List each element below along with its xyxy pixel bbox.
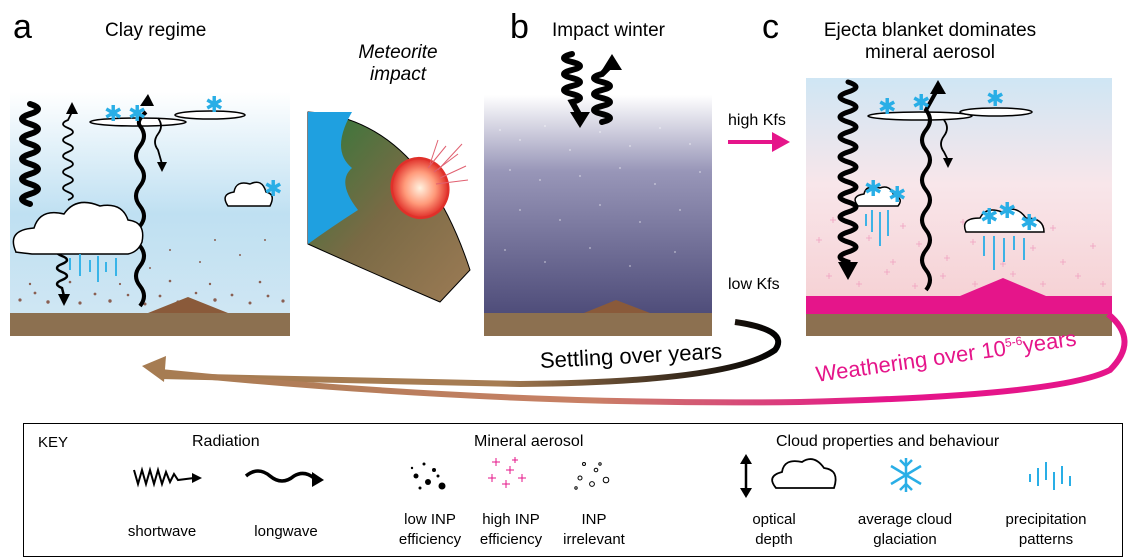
key-label: KEY <box>38 434 69 451</box>
high-kfs-arrow <box>728 132 790 152</box>
radiation-heading: Radiation <box>192 433 260 450</box>
svg-text:✱: ✱ <box>205 93 223 118</box>
key-optical-depth-line2: depth <box>755 531 793 548</box>
high-kfs-label: high Kfs <box>728 112 786 129</box>
key-precipitation-line1: precipitation <box>1005 511 1087 528</box>
key-inp-irrelevant-line2: irrelevant <box>563 531 625 548</box>
svg-text:✱: ✱ <box>1020 211 1038 236</box>
panel-title-a: Clay regime <box>105 20 207 41</box>
panel-title-c: Ejecta blanket dominates mineral aerosol <box>823 20 1037 63</box>
mineral-aerosol-heading: Mineral aerosol <box>474 433 584 450</box>
panel-a-scene <box>10 92 290 336</box>
svg-text:✱: ✱ <box>864 177 882 202</box>
key-optical-depth-label: optical depth <box>724 510 824 550</box>
svg-text:✱: ✱ <box>878 95 896 120</box>
impact-illustration <box>307 111 471 303</box>
svg-text:✱: ✱ <box>128 102 146 127</box>
key-legend: KEY Radiation Mineral aerosol Cloud prop… <box>23 423 1123 557</box>
panel-letter-a: a <box>13 8 32 46</box>
key-high-inp-line2: efficiency <box>479 531 543 548</box>
key-low-inp-label: low INP efficiency <box>390 510 470 550</box>
key-high-inp-line1: high INP <box>482 511 540 528</box>
panel-title-b: Impact winter <box>552 20 665 41</box>
key-high-inp-label: high INP efficiency <box>466 510 556 550</box>
key-optical-depth-line1: optical <box>752 511 796 528</box>
svg-text:✱: ✱ <box>264 177 282 202</box>
key-precipitation-line2: patterns <box>1018 531 1074 548</box>
key-inp-irrelevant-line1: INP <box>581 511 607 528</box>
weathering-arrow <box>142 311 1128 406</box>
settling-arrow <box>159 319 782 388</box>
svg-text:✱: ✱ <box>888 183 906 208</box>
weathering-exponent: 5-6 <box>1004 333 1024 350</box>
key-glaciation-line2: glaciation <box>873 531 937 548</box>
impact-title: Meteorite impact <box>358 42 438 85</box>
panel-b-scene <box>484 51 712 336</box>
diagram-illustration: ✱✱✱ ✱ <box>10 51 1128 406</box>
key-low-inp-line2: efficiency <box>398 531 462 548</box>
key-shortwave-label: shortwave <box>127 523 197 540</box>
key-inp-irrelevant-label: INP irrelevant <box>554 510 634 550</box>
svg-text:✱: ✱ <box>980 205 998 230</box>
panel-c-snowflakes: ✱✱✱ ✱✱ ✱✱✱ <box>864 87 1038 236</box>
key-symbols <box>133 454 1071 498</box>
key-glaciation-line1: average cloud <box>857 511 953 528</box>
panel-letter-b: b <box>510 8 529 46</box>
key-glaciation-label: average cloud glaciation <box>840 510 970 550</box>
svg-text:✱: ✱ <box>912 91 930 116</box>
svg-text:✱: ✱ <box>986 87 1004 112</box>
cloud-heading: Cloud properties and behaviour <box>776 433 1000 450</box>
svg-text:✱: ✱ <box>998 199 1016 224</box>
panel-letter-c: c <box>762 8 779 46</box>
low-kfs-label: low Kfs <box>728 276 780 293</box>
svg-text:✱: ✱ <box>104 102 122 127</box>
key-precipitation-label: precipitation patterns <box>986 510 1106 550</box>
key-low-inp-line1: low INP <box>404 511 456 528</box>
panel-c-scene <box>806 78 1112 336</box>
key-longwave-label: longwave <box>254 523 318 540</box>
panel-a-snowflakes: ✱✱✱ ✱ <box>104 93 282 202</box>
